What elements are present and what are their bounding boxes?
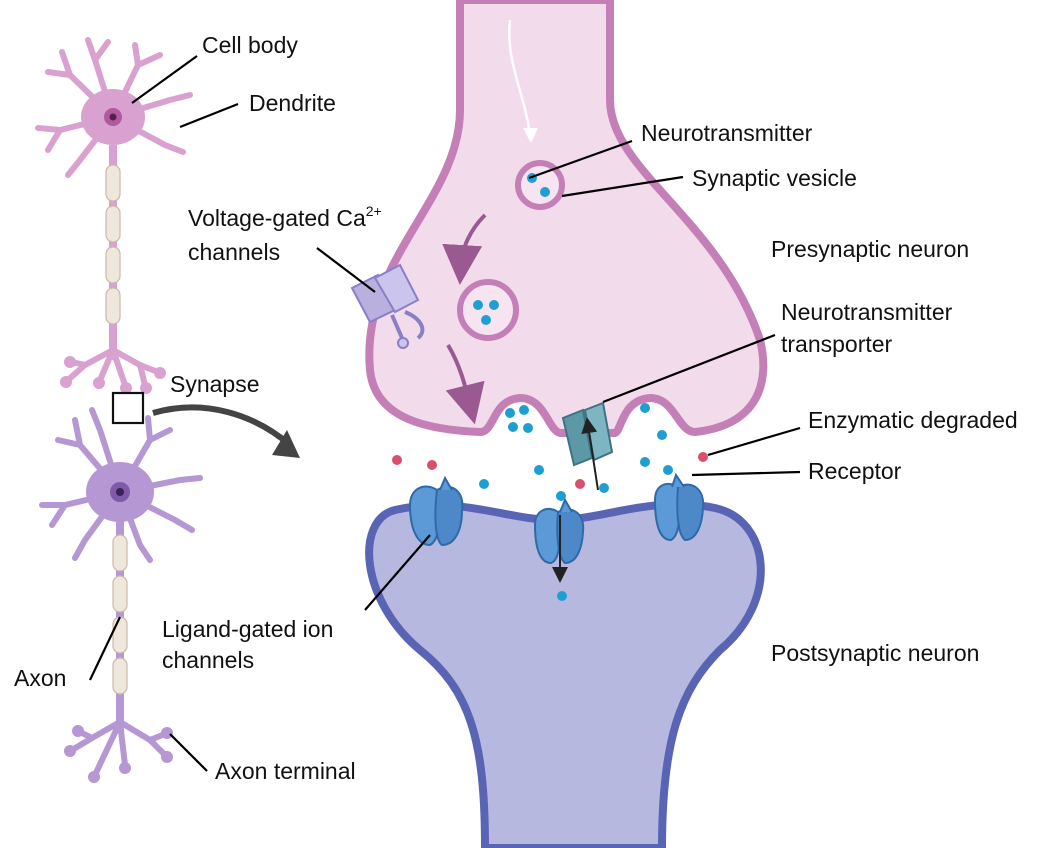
degraded-neurotransmitters: [392, 452, 708, 489]
synaptic-vesicle-2: [460, 282, 516, 338]
label-axon-terminal: Axon terminal: [215, 758, 356, 784]
label-synaptic-vesicle: Synaptic vesicle: [692, 165, 857, 191]
label-synapse: Synapse: [170, 371, 260, 397]
label-cell-body: Cell body: [202, 32, 298, 58]
upper-neuron: [38, 40, 190, 394]
label-nt-transporter-line2: transporter: [781, 331, 893, 357]
upper-axon-terminal: [68, 330, 158, 385]
receptor-protein: [655, 475, 703, 540]
label-vgcc-superscript: 2+: [366, 203, 382, 219]
label-enzymatic-degraded: Enzymatic degraded: [808, 407, 1018, 433]
zoom-arrow: [153, 407, 290, 445]
label-presynaptic-neuron: Presynaptic neuron: [771, 236, 969, 262]
fusing-vesicle-2: [640, 403, 667, 440]
label-vgcc: Voltage-gated Ca2+: [188, 203, 382, 231]
label-postsynaptic-neuron: Postsynaptic neuron: [771, 640, 979, 666]
label-vgcc-line1: Voltage-gated Ca: [188, 205, 366, 231]
label-receptor: Receptor: [808, 458, 902, 484]
label-nt-transporter-line1: Neurotransmitter: [781, 299, 953, 325]
ligand-gated-ion-channel-1: [410, 478, 462, 545]
label-lgic-line1: Ligand-gated ion: [162, 616, 333, 642]
synapse-highlight-box: [113, 393, 143, 423]
label-dendrite: Dendrite: [249, 90, 336, 116]
label-vgcc-line2: channels: [188, 239, 280, 265]
neurotransmitter-transporter-protein: [563, 403, 612, 490]
lower-neuron: [42, 410, 200, 783]
label-lgic-line2: channels: [162, 647, 254, 673]
label-axon: Axon: [14, 665, 66, 691]
presynaptic-terminal: [369, 0, 763, 433]
lower-axon-terminal: [72, 705, 165, 775]
label-neurotransmitter: Neurotransmitter: [641, 120, 813, 146]
fusing-vesicle: [505, 405, 533, 433]
